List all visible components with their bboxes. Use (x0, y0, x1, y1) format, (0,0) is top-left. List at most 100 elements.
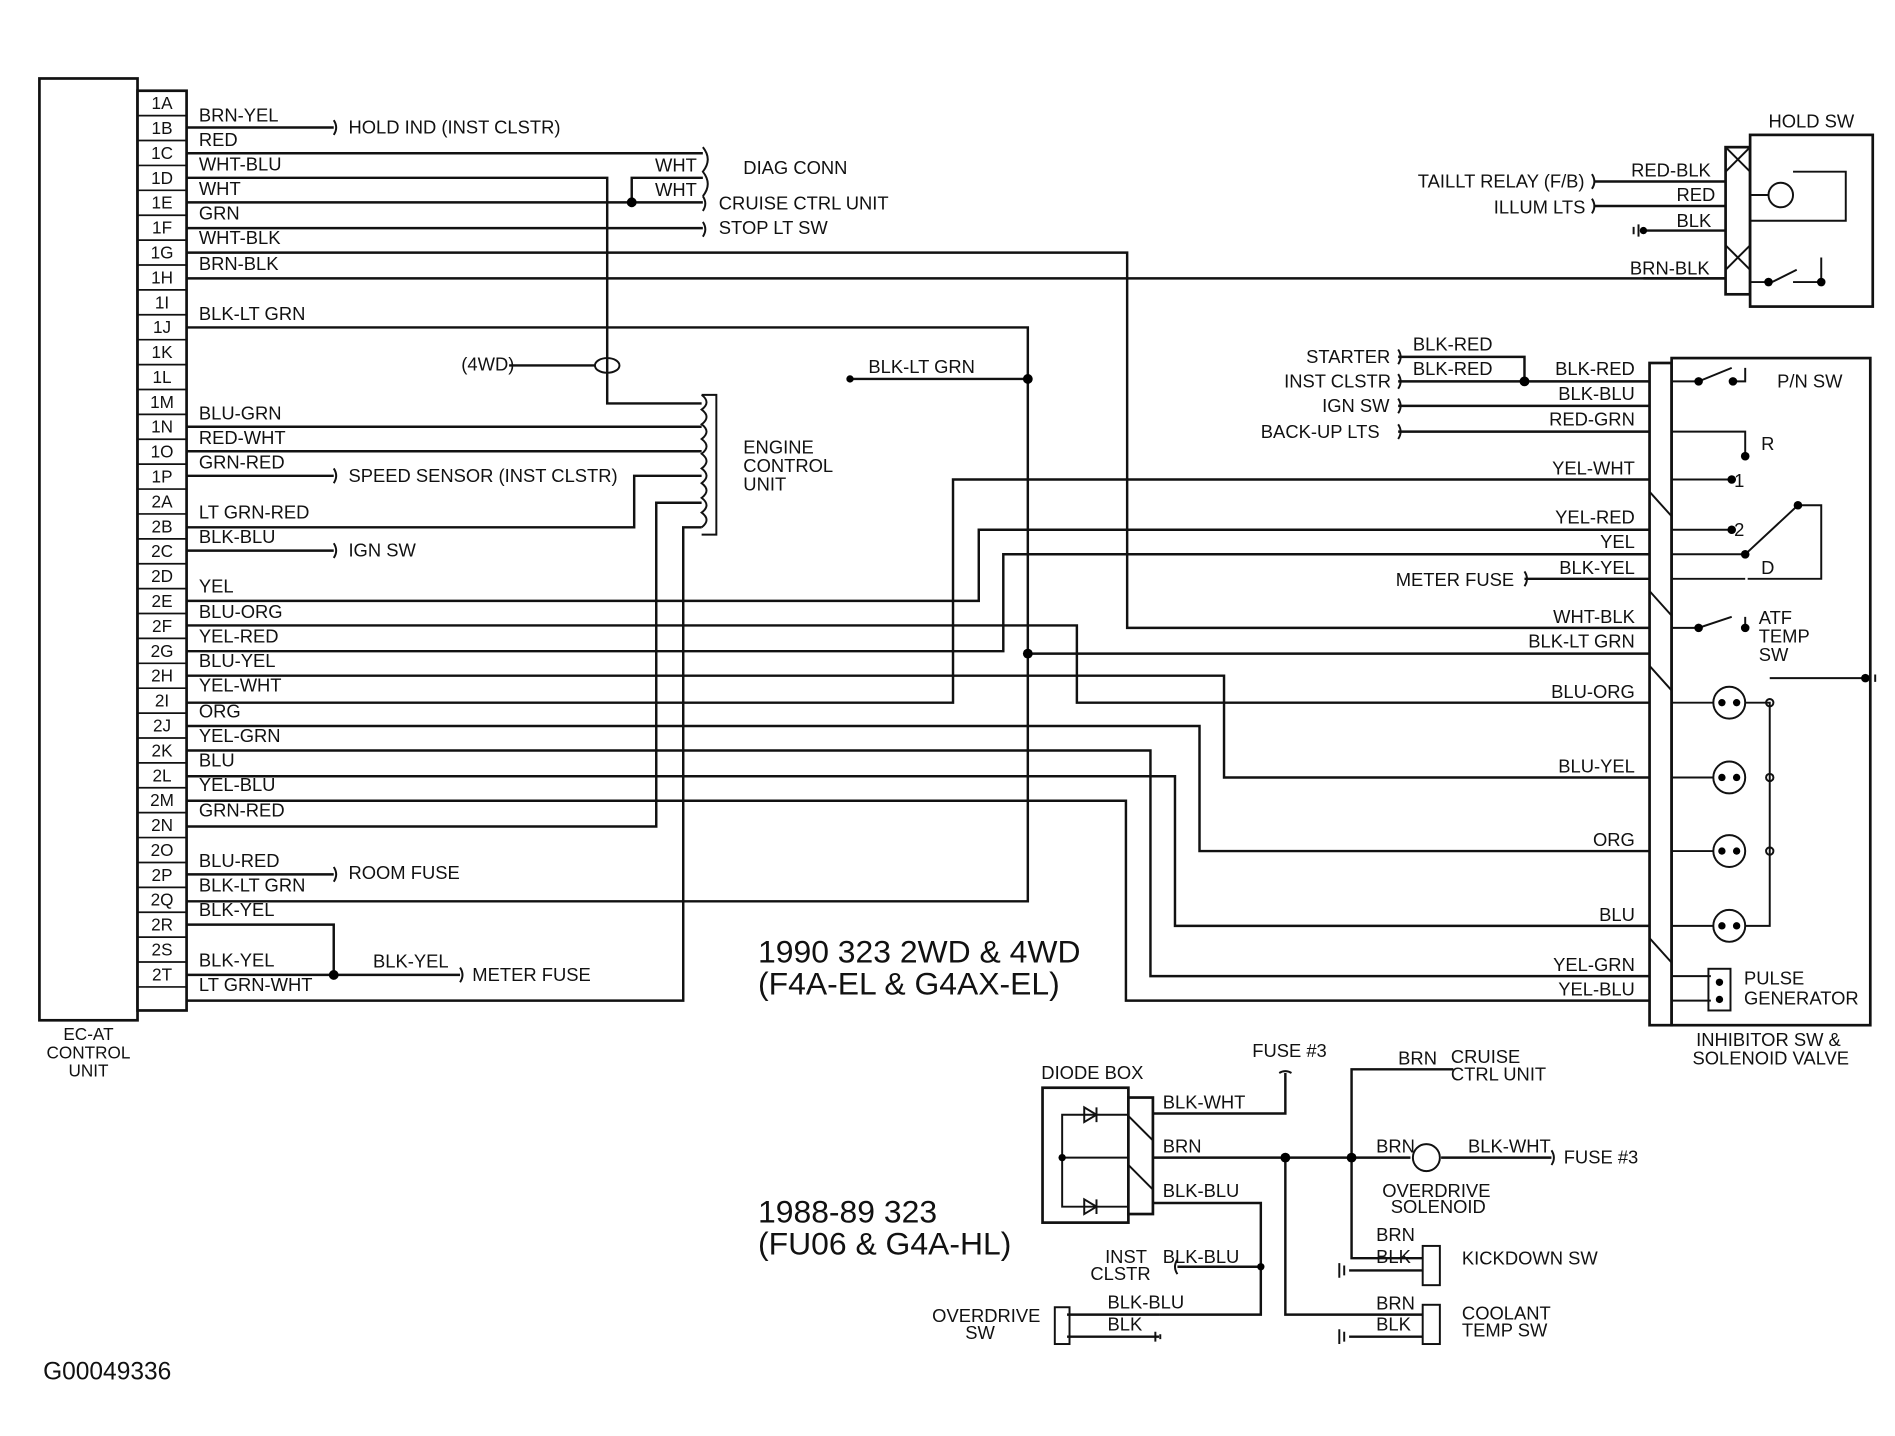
hold-wire-red: RED (1677, 184, 1716, 205)
diode-box-label: DIODE BOX (1041, 1062, 1143, 1083)
blk-blu-inst-label: BLK-BLU (1163, 1246, 1240, 1267)
ecu-pin-label: 1D (151, 168, 173, 188)
speed-sensor-label: SPEED SENSOR (INST CLSTR) (348, 465, 617, 486)
ecu-pin-label: 1G (151, 243, 174, 263)
lower-circuit: DIODE BOX FUSE #3 BLK-WHT BRN BLK-BLU BR… (932, 1040, 1638, 1346)
ecu-label-3: UNIT (68, 1061, 109, 1081)
figure-code: G00049336 (43, 1359, 171, 1386)
brn-solenoid-label: BRN (1376, 1136, 1415, 1157)
inhibitor-wire-label: BLK-YEL (1559, 557, 1635, 578)
brn-coolant-label: BRN (1376, 1293, 1415, 1314)
inhibitor-wire-label: YEL (1600, 531, 1635, 552)
ecu-pin-label: 1F (152, 218, 172, 238)
ecu-pin-label: 2J (153, 715, 171, 735)
ecu-pin-label: 1J (153, 317, 171, 337)
destination-braces (332, 119, 718, 983)
wire-label-1p: LT GRN-RED (199, 502, 310, 523)
inhibitor-wire-label: BLK-BLU (1558, 383, 1635, 404)
4wd-label: (4WD) (461, 353, 514, 374)
ecu-label-2: CONTROL (47, 1042, 131, 1062)
one-label: 1 (1734, 470, 1744, 491)
overdrive-sol-label-2: SOLENOID (1391, 1196, 1486, 1217)
ecu-block: 1A1B1C1D1E1F1G1H1I1J1K1L1M1N1O1P2A2B2C2D… (38, 77, 188, 1081)
pulse-label-2: GENERATOR (1744, 987, 1859, 1008)
wire-label-2f: BLU-YEL (199, 650, 276, 671)
coolant-label-1: COOLANT (1462, 1303, 1551, 1324)
pulse-label-1: PULSE (1744, 968, 1804, 989)
inhibitor-wire-label: YEL-RED (1555, 507, 1635, 528)
wire-label-2p: BLK-YEL (199, 899, 275, 920)
starter-wire: BLK-RED (1413, 334, 1493, 355)
fuse3-top-label: FUSE #3 (1252, 1040, 1327, 1061)
inhibitor-title-1: INHIBITOR SW & (1696, 1029, 1841, 1050)
overdrive-sol-label-1: OVERDRIVE (1382, 1180, 1490, 1201)
wire-label-1d: WHT (199, 178, 241, 199)
ign-sw-right-label: IGN SW (1322, 395, 1390, 416)
cruise-label-1: CRUISE (1451, 1046, 1520, 1067)
ecu-pin-label: 2R (151, 915, 173, 935)
r-label: R (1761, 433, 1774, 454)
wire-label-2k: YEL-BLU (199, 774, 276, 795)
ecu-pin-label: 2M (150, 790, 174, 810)
inhibitor-wire-label: BLU-YEL (1558, 756, 1635, 777)
diagram-titles: 1990 323 2WD & 4WD (F4A-EL & G4AX-EL) 19… (758, 934, 1080, 1262)
inhibitor-wire-label: YEL-GRN (1553, 954, 1635, 975)
wire-label-2o: BLK-LT GRN (199, 875, 306, 896)
ecu-pin-label: 1O (151, 442, 174, 462)
atf-label-1: ATF (1759, 607, 1792, 628)
solenoid-valves (1712, 685, 1775, 943)
wire-label-2a: BLK-BLU (199, 526, 276, 547)
wire-label-2h: ORG (199, 700, 241, 721)
wire-label-1a: BRN-YEL (199, 104, 279, 125)
meter-fuse-label: METER FUSE (472, 964, 590, 985)
wht-label-1: WHT (655, 155, 697, 176)
4wd-connector (593, 357, 621, 374)
wire-label-2l: GRN-RED (199, 800, 285, 821)
hold-sw-title: HOLD SW (1769, 111, 1855, 132)
taillt-relay-label: TAILLT RELAY (F/B) (1418, 171, 1585, 192)
hold-ind-label: HOLD IND (INST CLSTR) (348, 117, 560, 138)
ecu-pin-label: 2A (152, 491, 174, 511)
inhibitor-wire-label: BLK-LT GRN (1528, 630, 1635, 651)
blk-blu-diode-label: BLK-BLU (1163, 1180, 1240, 1201)
brn-kickdown-label: BRN (1376, 1224, 1415, 1245)
wire-label-2g: YEL-WHT (199, 675, 282, 696)
d-label: D (1761, 557, 1774, 578)
overdrive-sw-label-2: SW (965, 1322, 995, 1343)
blk-coolant-label: BLK (1376, 1314, 1411, 1335)
wire-label-2d: BLU-ORG (199, 601, 283, 622)
ecu-pin-label: 2C (151, 541, 173, 561)
blk-lt-grn-label: BLK-LT GRN (868, 356, 975, 377)
inst-clstr-lower-2: CLSTR (1090, 1263, 1150, 1284)
overdrive-solenoid-symbol (1411, 1143, 1441, 1173)
ecu-pin-list: 1A1B1C1D1E1F1G1H1I1J1K1L1M1N1O1P2A2B2C2D… (137, 93, 187, 988)
title-1988-a: 1988-89 323 (758, 1194, 937, 1230)
wire-label-1c: WHT-BLU (199, 153, 282, 174)
hold-switch: HOLD SW RED-BLK RED BLK BRN-BLK TAILLT R… (1418, 111, 1875, 308)
hold-wire-red-blk: RED-BLK (1631, 160, 1711, 181)
brn-diode-label: BRN (1163, 1136, 1202, 1157)
wire-label-1g: BRN-BLK (199, 253, 279, 274)
engine-label-3: UNIT (743, 474, 786, 495)
hold-wire-blk: BLK (1677, 210, 1712, 231)
ecu-pin-label: 2Q (151, 890, 174, 910)
brn-cruise-label: BRN (1398, 1047, 1437, 1068)
ecu-pin-label: 2B (152, 516, 173, 536)
wire-label-1e: GRN (199, 203, 240, 224)
inhibitor-meter-fuse: METER FUSE (1396, 569, 1514, 590)
blk-wht-diode-label: BLK-WHT (1163, 1092, 1246, 1113)
destination-labels: HOLD IND (INST CLSTR) DIAG CONN WHT WHT … (348, 117, 974, 985)
blk-blu-od-label: BLK-BLU (1108, 1291, 1185, 1312)
kickdown-label: KICKDOWN SW (1462, 1247, 1598, 1268)
ign-sw-label: IGN SW (348, 540, 416, 561)
wire-label-1f: WHT-BLK (199, 227, 281, 248)
wire-label-2e: YEL-RED (199, 626, 279, 647)
ecu-pin-label: 2O (151, 840, 174, 860)
cruise-label-2: CTRL UNIT (1451, 1063, 1546, 1084)
ecu-pin-label: 2T (152, 964, 173, 984)
wire-label-1b: RED (199, 129, 238, 150)
pn-sw-label: P/N SW (1777, 371, 1843, 392)
ecu-pin-label: 2K (152, 740, 174, 760)
two-label: 2 (1734, 519, 1744, 540)
